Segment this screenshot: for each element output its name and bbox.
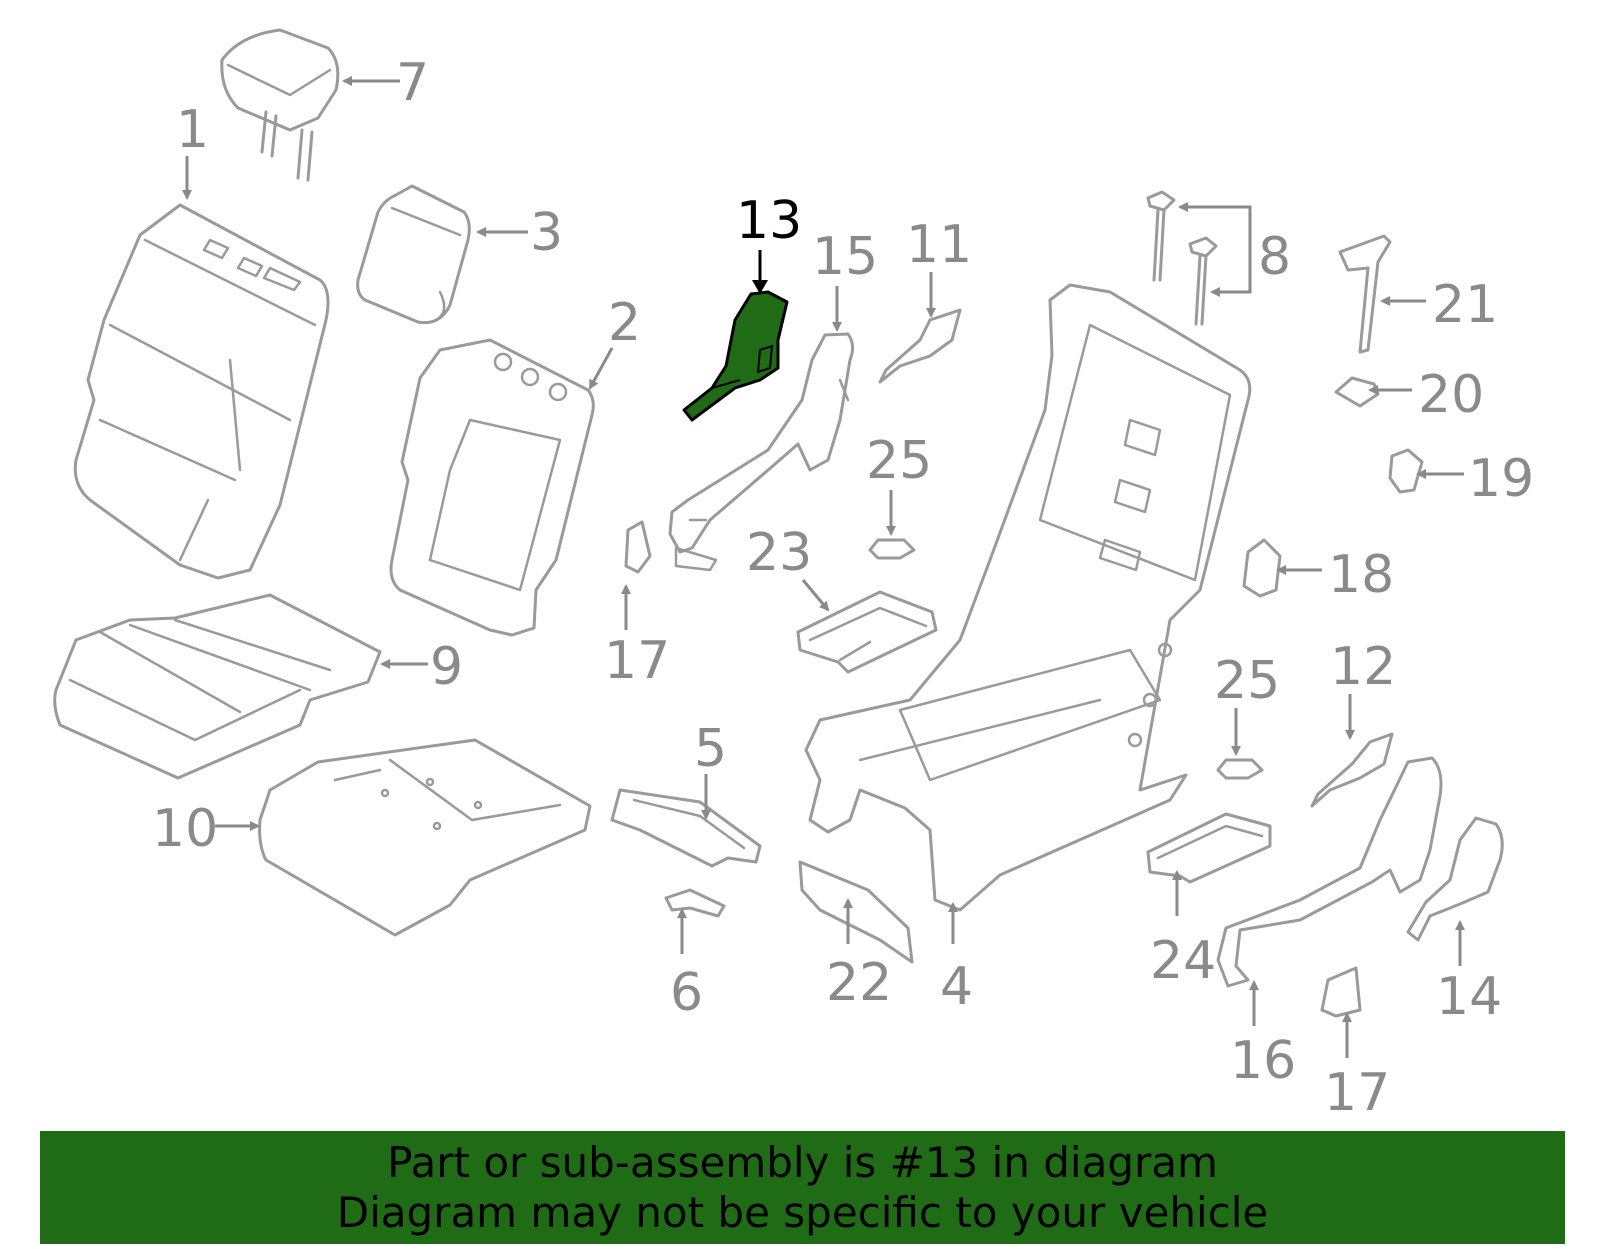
callout-21: 21 — [1432, 275, 1498, 335]
part-9-cushion-cover[interactable] — [53, 593, 382, 780]
callout-9: 9 — [430, 637, 463, 697]
part-6-clip[interactable] — [664, 888, 726, 918]
part-25-cap-upper[interactable] — [868, 538, 916, 560]
callout-13: 13 — [736, 191, 802, 251]
part-18-cover[interactable] — [1242, 538, 1282, 598]
callout-11: 11 — [906, 215, 972, 275]
part-23-rail-cover[interactable] — [796, 590, 938, 674]
callout-25-lower: 25 — [1214, 651, 1280, 711]
part-21-strip[interactable] — [1338, 234, 1392, 354]
callout-20: 20 — [1418, 365, 1484, 425]
callout-24: 24 — [1150, 931, 1216, 991]
callout-7: 7 — [396, 53, 429, 113]
callout-15: 15 — [812, 227, 878, 287]
callout-25-upper: 25 — [866, 431, 932, 491]
banner-line-1: Part or sub-assembly is #13 in diagram — [387, 1137, 1218, 1187]
callout-6: 6 — [670, 963, 703, 1023]
part-2-seatback-panel[interactable] — [389, 338, 595, 637]
part-19-clip[interactable] — [1388, 448, 1424, 494]
callout-17-left: 17 — [604, 631, 670, 691]
part-7-headrest[interactable] — [220, 28, 340, 182]
callout-5: 5 — [694, 719, 727, 779]
callout-4: 4 — [940, 957, 973, 1017]
part-16-side-frame[interactable] — [1216, 756, 1443, 988]
part-3-armrest[interactable] — [356, 184, 471, 325]
part-15-side-frame[interactable] — [668, 332, 855, 572]
part-13-side-trim-highlighted[interactable] — [682, 290, 789, 422]
callout-18: 18 — [1328, 545, 1394, 605]
leader-lines — [182, 76, 1465, 1058]
part-1-seatback-cover[interactable] — [73, 203, 330, 580]
callout-10: 10 — [152, 799, 218, 859]
part-11-bracket[interactable] — [878, 308, 962, 384]
part-4-seat-frame[interactable] — [804, 283, 1252, 912]
callout-17-right: 17 — [1324, 1063, 1390, 1123]
callout-22: 22 — [826, 953, 892, 1013]
part-25-cap-lower[interactable] — [1216, 758, 1264, 780]
info-banner: Part or sub-assembly is #13 in diagram D… — [40, 1131, 1565, 1244]
callout-23: 23 — [746, 523, 812, 583]
part-14-side-trim[interactable] — [1406, 816, 1504, 942]
callout-labels: 1 7 3 2 9 10 13 15 11 25 23 17 5 6 22 4 … — [152, 53, 1534, 1123]
part-17-clip-left[interactable] — [624, 520, 652, 574]
part-8-bolts[interactable] — [1146, 190, 1218, 326]
part-24-rail-cover[interactable] — [1146, 812, 1272, 884]
part-12-bracket[interactable] — [1310, 732, 1394, 808]
callout-3: 3 — [530, 203, 563, 263]
part-20-nut[interactable] — [1334, 376, 1380, 408]
callout-2: 2 — [608, 293, 641, 353]
callout-16: 16 — [1230, 1031, 1296, 1091]
callout-19: 19 — [1468, 449, 1534, 509]
callout-12: 12 — [1330, 637, 1396, 697]
callout-1: 1 — [176, 100, 209, 160]
part-5-rail[interactable] — [610, 788, 762, 868]
part-10-cushion-pad[interactable] — [258, 738, 592, 937]
banner-line-2: Diagram may not be specific to your vehi… — [336, 1187, 1269, 1237]
callout-14: 14 — [1436, 967, 1502, 1027]
part-22-trim[interactable] — [798, 860, 914, 964]
callout-8: 8 — [1258, 227, 1291, 287]
part-17-clip-right[interactable] — [1320, 966, 1362, 1018]
